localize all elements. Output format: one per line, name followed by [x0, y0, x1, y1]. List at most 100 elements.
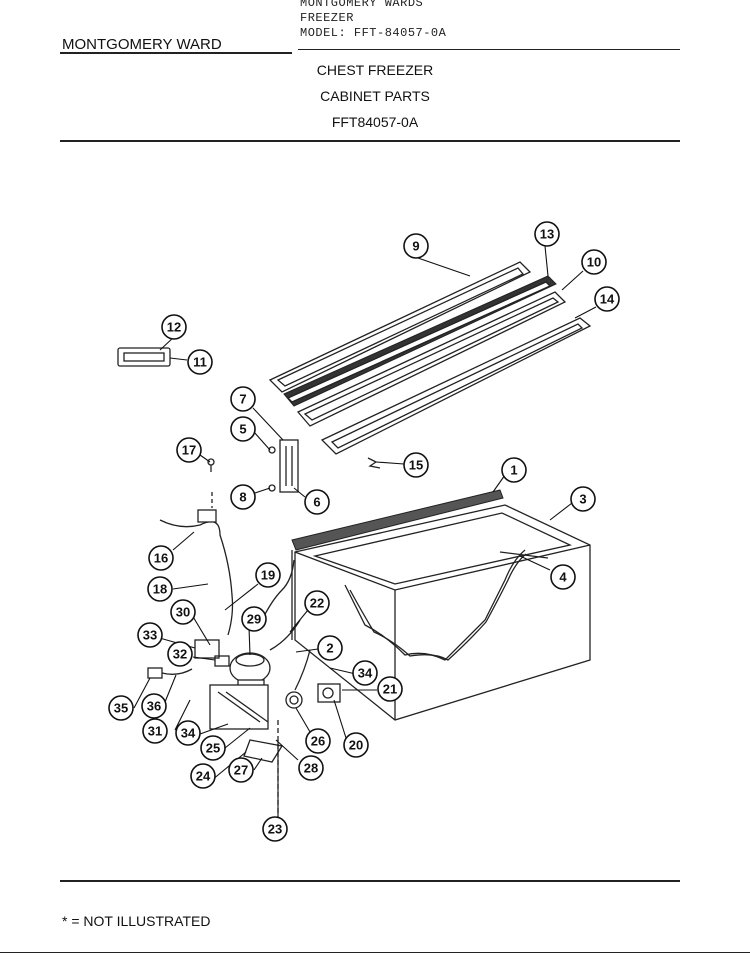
callout-11: 11: [187, 349, 213, 375]
svg-text:16: 16: [154, 551, 168, 566]
callout-25: 25: [200, 735, 226, 761]
compressor: [229, 652, 271, 689]
svg-text:34: 34: [181, 726, 196, 741]
svg-text:31: 31: [148, 724, 162, 739]
callout-22: 22: [304, 590, 330, 616]
callout-19: 19: [255, 562, 281, 588]
callout-34-lower: 34: [175, 720, 201, 746]
svg-text:14: 14: [600, 292, 615, 307]
footer-rule: [60, 880, 680, 882]
callout-8: 8: [230, 484, 256, 510]
callout-21: 21: [377, 676, 403, 702]
header-rule-right: [298, 49, 680, 50]
page-subtitle: CABINET PARTS: [320, 88, 430, 104]
stamp-line-brand: MONTGOMERY WARDS: [300, 0, 424, 10]
callout-6: 6: [304, 489, 330, 515]
callout-32: 32: [167, 641, 193, 667]
callout-12: 12: [161, 314, 187, 340]
hinge-assembly: [268, 439, 299, 493]
svg-text:10: 10: [587, 255, 601, 270]
cabinet-trim: [499, 551, 549, 559]
callout-27: 27: [228, 757, 254, 783]
svg-text:26: 26: [311, 734, 325, 749]
callout-5: 5: [230, 416, 256, 442]
thermostat: [317, 683, 341, 703]
callout-10: 10: [581, 249, 607, 275]
footnote: * = NOT ILLUSTRATED: [62, 913, 211, 929]
svg-text:8: 8: [239, 490, 246, 505]
mounting-bracket: [243, 739, 284, 763]
compressor-tubing: [261, 559, 311, 691]
stamp-line-model: MODEL: FFT-84057-0A: [300, 26, 447, 40]
svg-text:21: 21: [383, 682, 397, 697]
condenser-coil: [291, 489, 504, 640]
page-bottom-rule: [0, 952, 750, 953]
stamp-line-product: FREEZER: [300, 11, 354, 25]
svg-text:27: 27: [234, 763, 248, 778]
svg-text:3: 3: [579, 492, 586, 507]
lid-gasket-fastener: [367, 457, 381, 469]
svg-text:2: 2: [326, 641, 333, 656]
callout-33: 33: [137, 622, 163, 648]
power-plug: [147, 667, 193, 679]
lid-outer-panel: [268, 261, 532, 393]
header-rule-left: [60, 52, 292, 54]
callout-18: 18: [147, 576, 173, 602]
drain-plug: [285, 691, 303, 709]
svg-text:23: 23: [268, 822, 282, 837]
lid-handle: [117, 347, 171, 367]
svg-text:1: 1: [510, 463, 517, 478]
svg-text:7: 7: [239, 392, 246, 407]
title-rule: [60, 140, 680, 142]
callout-17: 17: [176, 437, 202, 463]
junction-box: [209, 684, 269, 730]
relay-assembly: [194, 639, 230, 667]
svg-text:18: 18: [153, 582, 167, 597]
lid-liner-panel: [296, 291, 567, 427]
callout-15: 15: [403, 452, 429, 478]
page-title: CHEST FREEZER: [316, 62, 434, 78]
power-cord: [159, 492, 234, 636]
svg-text:30: 30: [176, 605, 190, 620]
callout-30: 30: [170, 599, 196, 625]
callout-24: 24: [190, 763, 216, 789]
svg-text:33: 33: [143, 628, 157, 643]
callout-1: 1: [501, 457, 527, 483]
svg-text:4: 4: [559, 570, 567, 585]
svg-text:17: 17: [182, 443, 196, 458]
callout-26: 26: [305, 728, 331, 754]
callout-3: 3: [570, 486, 596, 512]
svg-text:5: 5: [239, 422, 246, 437]
svg-text:11: 11: [193, 355, 207, 370]
svg-text:34: 34: [358, 666, 373, 681]
callout-9: 9: [403, 233, 429, 259]
svg-text:15: 15: [409, 458, 423, 473]
svg-text:36: 36: [147, 699, 161, 714]
callout-4: 4: [550, 564, 576, 590]
svg-text:6: 6: [313, 495, 320, 510]
svg-text:22: 22: [310, 596, 324, 611]
model-number: FFT84057-0A: [331, 114, 419, 130]
lid-gasket-strip: [283, 275, 557, 407]
svg-text:20: 20: [349, 738, 363, 753]
callout-35: 35: [108, 695, 134, 721]
svg-text:9: 9: [412, 239, 419, 254]
callout-16: 16: [148, 545, 174, 571]
lid-screw: [207, 458, 215, 472]
callout-36: 36: [141, 693, 167, 719]
svg-text:32: 32: [173, 647, 187, 662]
svg-text:28: 28: [304, 761, 318, 776]
callout-20: 20: [343, 732, 369, 758]
svg-text:35: 35: [114, 701, 128, 716]
svg-text:19: 19: [261, 568, 275, 583]
callout-31: 31: [142, 718, 168, 744]
callout-7: 7: [230, 386, 256, 412]
callout-34-upper: 34: [352, 660, 378, 686]
callout-29: 29: [241, 606, 267, 632]
svg-text:25: 25: [206, 741, 220, 756]
svg-text:12: 12: [167, 320, 181, 335]
svg-text:29: 29: [247, 612, 261, 627]
svg-text:13: 13: [540, 227, 554, 242]
callout-28: 28: [298, 755, 324, 781]
